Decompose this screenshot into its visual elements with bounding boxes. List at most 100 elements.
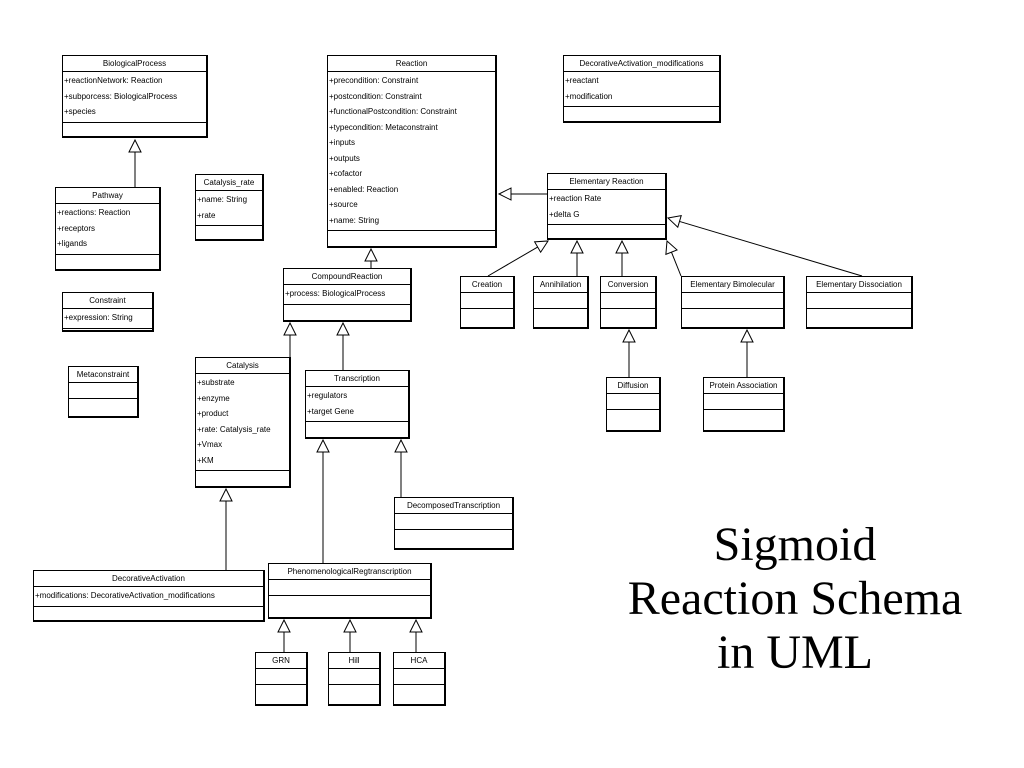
class-attribute: +expression: String	[64, 313, 133, 322]
attributes-compartment: +reactions: Reaction+receptors+ligands	[56, 203, 159, 254]
class-name: Catalysis_rate	[203, 178, 255, 187]
class-biological-process: BiologicalProcess +reactionNetwork: React…	[62, 55, 208, 138]
class-attribute: +reaction Rate	[549, 194, 602, 203]
edge-line	[487, 246, 538, 277]
attributes-compartment: +modifications: DecorativeActivation_mod…	[34, 586, 263, 606]
generalization-elementary-dissociation-to-elementary-reaction	[666, 215, 863, 277]
class-attribute: +Vmax	[197, 440, 223, 449]
class-name: Elementary Dissociation	[816, 280, 902, 289]
attributes-compartment	[461, 292, 513, 308]
class-name: Creation	[471, 280, 503, 289]
generalization-pathway-to-biological-process	[128, 138, 142, 187]
attributes-compartment: +name: String+rate	[196, 190, 262, 225]
inheritance-arrowhead	[665, 239, 678, 256]
operations-compartment	[63, 121, 206, 123]
attributes-compartment: +process: BiologicalProcess	[284, 284, 410, 304]
class-phenomenological-regtranscription: PhenomenologicalRegtranscription	[268, 563, 432, 619]
operations-compartment	[534, 308, 587, 309]
generalization-grn-to-phenomenological-regtranscription	[277, 618, 291, 652]
attributes-compartment	[601, 292, 655, 308]
attributes-compartment	[256, 668, 306, 684]
operations-compartment	[607, 409, 659, 410]
class-attribute: +target Gene	[307, 406, 354, 416]
class-name: DecomposedTranscription	[406, 501, 501, 510]
inheritance-arrowhead	[219, 487, 233, 502]
attributes-compartment	[395, 513, 512, 529]
class-catalysis-rate: Catalysis_rate +name: String+rate	[195, 174, 264, 241]
inheritance-arrowhead	[316, 438, 330, 453]
inheritance-arrowhead	[615, 239, 629, 254]
class-attribute: +product	[197, 409, 229, 418]
attributes-compartment	[534, 292, 587, 308]
class-attribute: +functionalPostcondition: Constraint	[329, 107, 457, 116]
class-protein-association: Protein Association	[703, 377, 785, 432]
class-attribute: +rate: Catalysis_rate	[197, 424, 271, 434]
class-attribute: +reactionNetwork: Reaction	[64, 76, 163, 85]
attributes-compartment	[329, 668, 379, 684]
class-pathway: Pathway+reactions: Reaction+receptors+li…	[55, 187, 161, 271]
operations-compartment	[461, 308, 513, 309]
inheritance-arrowhead	[336, 321, 350, 336]
inheritance-arrowhead	[283, 321, 297, 336]
generalization-creation-to-elementary-reaction	[487, 240, 549, 277]
inheritance-arrowhead	[570, 239, 584, 254]
operations-compartment	[394, 684, 444, 685]
class-attribute: +modifications: DecorativeActivation_mod…	[35, 591, 215, 600]
attributes-compartment	[682, 292, 783, 308]
class-attribute: +typecondition: Metaconstraint	[329, 122, 438, 132]
attributes-compartment: +regulators+target Gene	[306, 386, 408, 421]
operations-compartment	[306, 421, 408, 422]
attributes-compartment	[607, 393, 659, 409]
class-name: Conversion	[607, 280, 649, 289]
inheritance-arrowhead	[277, 618, 291, 633]
inheritance-arrowhead	[666, 215, 682, 229]
edge-line	[670, 251, 682, 277]
class-name: CompoundReaction	[311, 272, 383, 281]
operations-compartment	[329, 684, 379, 685]
operations-compartment	[56, 253, 159, 255]
class-name: Elementary Bimolecular	[690, 280, 775, 289]
class-elementary-reaction: Elementary Reaction+reaction Rate+delta …	[547, 173, 667, 240]
generalization-hca-to-phenomenological-regtranscription	[409, 618, 423, 652]
class-attribute: +modification	[565, 91, 613, 101]
operations-compartment	[256, 684, 306, 685]
generalization-protein-association-to-elementary-bimolecular	[740, 328, 754, 377]
class-name: GRN	[272, 656, 290, 665]
class-metaconstraint: Metaconstraint	[68, 366, 139, 418]
generalization-catalysis-to-compound-reaction	[283, 321, 297, 357]
generalization-phenomenological-regtranscription-to-transcription	[316, 438, 330, 563]
class-conversion: Conversion	[600, 276, 657, 329]
class-attribute: +precondition: Constraint	[329, 76, 419, 85]
attributes-compartment	[394, 668, 444, 684]
class-decorative-activation-modifications: DecorativeActivation_modifications+react…	[563, 55, 721, 123]
class-name: Elementary Reaction	[569, 177, 644, 186]
operations-compartment	[63, 327, 152, 329]
generalization-decorative-activation-to-catalysis	[219, 487, 233, 570]
class-attribute: +reactant	[565, 76, 599, 85]
attributes-compartment	[269, 579, 430, 595]
generalization-transcription-to-compound-reaction	[336, 321, 350, 370]
generalization-decomposed-transcription-to-transcription	[394, 438, 408, 497]
inheritance-arrowhead	[364, 247, 378, 262]
class-hca: HCA	[393, 652, 446, 706]
class-catalysis: Catalysis+substrate+enzyme+product+rate:…	[195, 357, 291, 488]
operations-compartment	[34, 605, 263, 607]
class-attribute: +reactions: Reaction	[57, 208, 131, 217]
class-annihilation: Annihilation	[533, 276, 589, 329]
class-decomposed-transcription: DecomposedTranscription	[394, 497, 514, 550]
diagram-title: Sigmoid Reaction Schema in UML	[580, 518, 1010, 680]
class-attribute: +cofactor	[329, 169, 363, 178]
class-name: BiologicalProcess	[102, 59, 167, 68]
class-elementary-dissociation: Elementary Dissociation	[806, 276, 913, 329]
generalization-elementary-bimolecular-to-elementary-reaction	[665, 239, 682, 277]
operations-compartment	[807, 308, 911, 309]
class-decorative-activation: DecorativeActivation+modifications: Deco…	[33, 570, 265, 622]
class-name: PhenomenologicalRegtranscription	[287, 567, 412, 576]
class-name: Reaction	[395, 59, 428, 68]
title-line-2: Reaction Schema	[627, 572, 963, 625]
inheritance-arrowhead	[740, 328, 754, 343]
class-diffusion: Diffusion	[606, 377, 661, 432]
attributes-compartment: +expression: String	[63, 308, 152, 328]
attributes-compartment: +substrate+enzyme+product+rate: Catalysi…	[196, 373, 289, 470]
class-name: Hill	[348, 656, 360, 665]
